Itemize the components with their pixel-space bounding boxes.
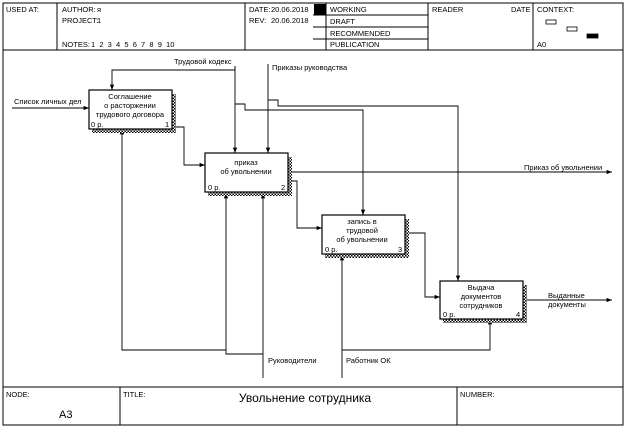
activity-box-2[interactable]: приказ об увольнении 0 р. 2 [204,152,292,196]
context-label: CONTEXT: [537,5,574,14]
box-2-title-line-1: приказ [234,158,258,167]
arrow-box2-to-box3 [288,180,322,231]
reader-label: READER [432,5,464,14]
box-2-number: 2 [281,183,285,192]
number-label: NUMBER: [460,390,495,399]
box-1-title-line-3: трудового договора [96,110,165,119]
arrow-control-labor-code-box3 [235,103,366,215]
box-4-number: 4 [516,310,520,319]
activity-box-3[interactable]: запись в трудовой об увольнении 0 р. 3 [321,214,409,258]
footer-frame [2,386,624,426]
box-2-cost: 0 р. [208,183,221,192]
status-recommended: RECOMMENDED [330,29,391,38]
status-draft: DRAFT [330,17,355,26]
arrow-box3-to-box4 [404,232,440,300]
box-3-number: 3 [398,245,402,254]
arrow-mech-hr-box4 [342,319,493,351]
box-4-title-line-2: документов [461,292,502,301]
title-label: TITLE: [123,390,146,399]
context-node: A0 [537,40,546,49]
box-3-cost: 0 р. [325,245,338,254]
box-1-number: 1 [165,120,169,129]
arrow-control-orders-box4 [268,99,461,281]
label-output-issued-docs-line-2: документы [548,300,586,309]
rev-value: 20.06.2018 [271,16,309,25]
rev-label: REV: [249,16,266,25]
arrow-box1-to-box2 [172,126,205,168]
reader-date-label: DATE [511,5,530,14]
label-mech-managers: Руководители [268,356,317,365]
box-1-title-line-1: Соглашение [108,92,151,101]
box-3-title-line-2: трудовой [346,226,378,235]
box-4-cost: 0 р. [443,310,456,319]
date-label: DATE: [249,5,271,14]
box-2-title-line-2: об увольнении [220,167,271,176]
status-working: WORKING [330,5,367,14]
node-value: A3 [59,409,72,421]
author-label: AUTHOR: [62,5,96,14]
box-1-cost: 0 р. [91,120,104,129]
project-value: 1 [97,16,101,25]
label-control-labor-code: Трудовой кодекс [174,57,232,66]
context-thumbnail [545,19,599,39]
project-label: PROJECT: [62,16,98,25]
label-output-issued-docs-line-1: Выданные [548,291,585,300]
author-value: я [97,5,101,14]
label-mech-hr-worker: Работник ОК [346,356,391,365]
arrows [12,64,612,378]
box-3-title-line-3: об увольнении [336,235,387,244]
notes-label: NOTES: [62,40,90,49]
notes-numbers: 1 2 3 4 5 6 7 8 9 10 [91,40,174,49]
label-control-orders: Приказы руководства [272,63,348,72]
node-label: NODE: [6,390,30,399]
box-4-title-line-3: сотрудников [459,301,502,310]
date-value: 20.06.2018 [271,5,309,14]
label-output-dismissal-order: Приказ об увольнении [524,163,602,172]
activity-box-4[interactable]: Выдача документов сотрудников 0 р. 4 [439,280,527,323]
used-at-label: USED AT: [6,5,39,14]
box-3-title-line-1: запись в [347,217,377,226]
working-status-marker [314,4,326,15]
arrow-control-labor-code-box1 [109,66,236,90]
box-1-title-line-2: о расторжении [104,101,156,110]
status-publication: PUBLICATION [330,40,379,49]
activity-box-1[interactable]: Соглашение о расторжении трудового догов… [88,89,176,133]
diagram-title: Увольнение сотрудника [239,391,372,405]
label-input-list: Список личных дел [14,97,82,106]
box-4-title-line-1: Выдача [468,283,496,292]
